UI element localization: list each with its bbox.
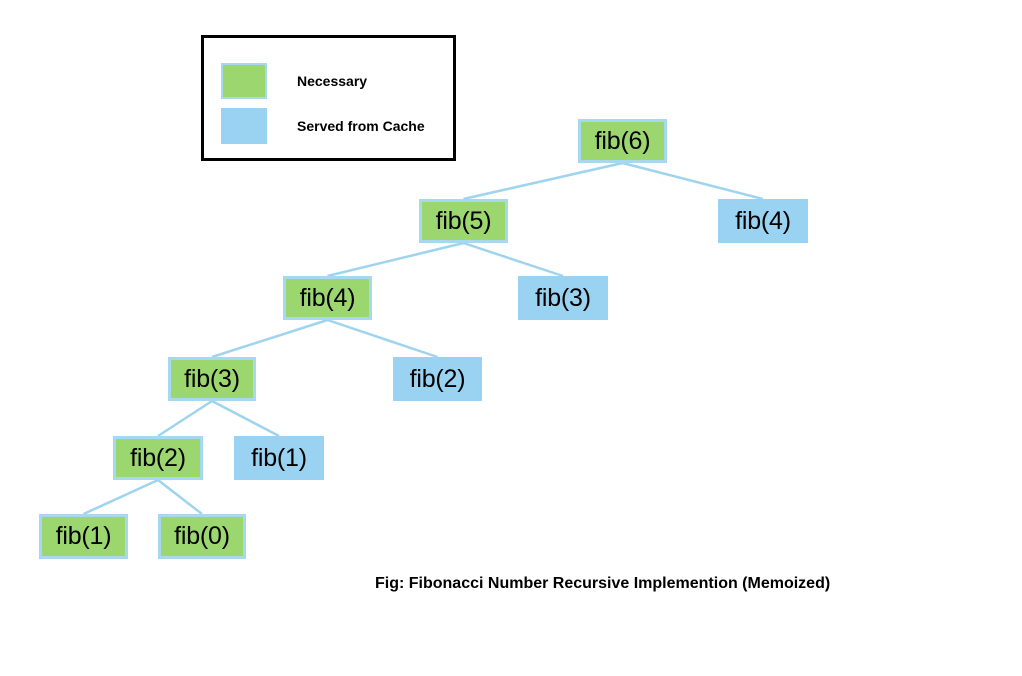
tree-edge	[327, 318, 438, 359]
tree-node-fib4[interactable]: fib(4)	[718, 199, 808, 243]
figure-caption: Fig: Fibonacci Number Recursive Implemen…	[375, 575, 831, 592]
tree-node-fib6[interactable]: fib(6)	[578, 119, 667, 163]
tree-edge	[211, 318, 328, 359]
tree-node-fib2[interactable]: fib(2)	[393, 357, 482, 401]
tree-node-fib1[interactable]: fib(1)	[39, 514, 128, 559]
tree-edge	[327, 241, 464, 278]
tree-edge	[211, 399, 280, 438]
tree-node-label: fib(4)	[299, 283, 356, 312]
legend-box: Necessary Served from Cache	[201, 35, 456, 161]
tree-node-label: fib(1)	[251, 443, 307, 472]
legend-swatch-cached	[221, 108, 267, 144]
legend-label-necessary: Necessary	[297, 73, 368, 89]
tree-node-fib3[interactable]: fib(3)	[168, 357, 256, 401]
tree-edge	[463, 161, 623, 201]
tree-node-label: fib(3)	[184, 364, 240, 393]
tree-edge	[622, 161, 764, 201]
tree-node-label: fib(2)	[409, 364, 466, 393]
tree-edge	[463, 241, 564, 278]
tree-node-label: fib(2)	[130, 443, 186, 472]
tree-edge	[82, 478, 159, 516]
legend-label-cached: Served from Cache	[297, 118, 425, 134]
tree-node-fib0[interactable]: fib(0)	[158, 514, 246, 559]
legend-item-cached: Served from Cache	[221, 108, 425, 144]
tree-edge	[157, 399, 213, 438]
tree-node-label: fib(6)	[594, 126, 651, 155]
tree-node-label: fib(5)	[435, 206, 492, 235]
tree-node-label: fib(3)	[535, 283, 591, 312]
legend-item-necessary: Necessary	[221, 63, 367, 99]
tree-node-label: fib(1)	[55, 522, 112, 550]
tree-node-fib2[interactable]: fib(2)	[113, 436, 203, 480]
tree-node-label: fib(4)	[735, 206, 791, 235]
tree-node-fib4[interactable]: fib(4)	[283, 276, 372, 320]
tree-node-fib5[interactable]: fib(5)	[419, 199, 508, 243]
tree-node-label: fib(0)	[174, 522, 230, 550]
tree-edge	[157, 479, 203, 515]
tree-node-fib3[interactable]: fib(3)	[518, 276, 608, 320]
legend-swatch-necessary	[221, 63, 267, 99]
tree-node-fib1[interactable]: fib(1)	[234, 436, 324, 480]
